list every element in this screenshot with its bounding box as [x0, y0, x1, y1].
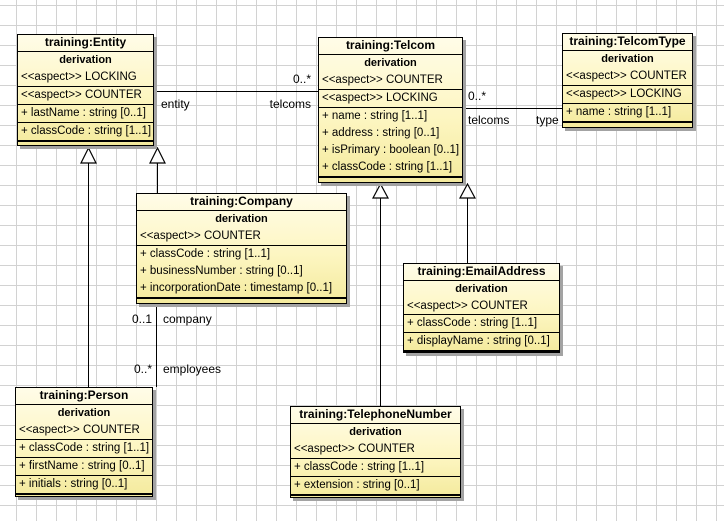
attribute-row: + classCode : string [1..1] [16, 440, 152, 458]
class-box-telcom[interactable]: training:Telcom derivation <<aspect>> CO… [318, 37, 463, 183]
class-box-emailaddress[interactable]: training:EmailAddress derivation <<aspec… [403, 263, 560, 353]
class-title: training:Person [16, 388, 152, 405]
aspect-row: <<aspect>> COUNTER [319, 72, 462, 90]
attribute-row: + isPrimary : boolean [0..1] [322, 144, 460, 156]
attribute-row: + name : string [1..1] [563, 104, 692, 123]
role-label-company: company [163, 312, 212, 326]
derivation-label: derivation [349, 426, 402, 438]
role-label-telcoms: telcoms [269, 97, 311, 111]
compartment-filler [319, 178, 462, 182]
aspect-row: <<aspect>> COUNTER [291, 441, 460, 459]
generalization-telephonenumber-telcom[interactable] [380, 198, 381, 406]
compartment-filler [18, 142, 153, 145]
attribute-row: + extension : string [0..1] [291, 477, 460, 496]
association-telcom-type[interactable] [463, 108, 562, 109]
attribute-row: + classCode : string [1..1] [140, 248, 271, 260]
multiplicity-label: 0..1 [131, 312, 152, 326]
class-box-telephonenumber[interactable]: training:TelephoneNumber derivation <<as… [290, 406, 461, 498]
role-label-telcoms: telcoms [468, 113, 510, 127]
attribute-row: + classCode : string [1..1] [404, 315, 559, 334]
class-title: training:TelephoneNumber [291, 407, 460, 424]
role-label-employees: employees [163, 362, 222, 376]
aspect-row: <<aspect>> LOCKING [563, 86, 692, 104]
association-entity-telcoms[interactable] [154, 91, 318, 92]
generalization-arrow-icon [149, 147, 166, 164]
multiplicity-label: 0..* [468, 89, 487, 103]
attribute-row: + classCode : string [1..1] [291, 459, 460, 477]
generalization-arrow-icon [80, 147, 97, 164]
generalization-person-entity[interactable] [88, 163, 89, 387]
attribute-row: + initials : string [0..1] [16, 476, 152, 495]
compartment-filler [137, 299, 346, 303]
aspect-row: <<aspect>> COUNTER [404, 298, 559, 316]
generalization-arrow-icon [372, 183, 389, 199]
attribute-row: + incorporationDate : timestamp [0..1] [137, 280, 346, 299]
generalization-arrow-icon [459, 183, 476, 199]
attribute-row: + businessNumber : string [0..1] [140, 265, 303, 277]
class-box-person[interactable]: training:Person derivation <<aspect>> CO… [15, 387, 153, 497]
attribute-row: + address : string [0..1] [322, 127, 440, 139]
class-box-company[interactable]: training:Company derivation <<aspect>> C… [136, 193, 347, 304]
generalization-emailaddress-telcom[interactable] [467, 198, 468, 263]
class-title: training:TelcomType [563, 34, 692, 51]
derivation-label: derivation [364, 57, 417, 69]
class-title: training:Entity [18, 35, 153, 52]
attribute-row: + classCode : string [1..1] [18, 123, 153, 142]
derivation-label: derivation [57, 407, 111, 419]
derivation-label: derivation [455, 282, 508, 295]
aspect-row: <<aspect>> COUNTER [563, 68, 692, 86]
attribute-row: + displayName : string [0..1] [404, 333, 559, 352]
attribute-row: + name : string [1..1] [322, 110, 428, 122]
role-label-entity: entity [161, 97, 190, 111]
aspect-row: <<aspect>> COUNTER [137, 228, 346, 246]
aspect-row: <<aspect>> LOCKING [319, 90, 462, 108]
generalization-company-entity[interactable] [157, 163, 158, 193]
compartment-filler [563, 123, 692, 127]
role-label-type: type [536, 113, 559, 127]
aspect-row: <<aspect>> LOCKING [18, 69, 153, 87]
attribute-row: + lastName : string [0..1] [18, 105, 153, 123]
derivation-label: derivation [601, 53, 654, 65]
class-box-telcomtype[interactable]: training:TelcomType derivation <<aspect>… [562, 33, 693, 128]
attribute-row: + firstName : string [0..1] [16, 458, 152, 476]
multiplicity-label: 0..* [292, 72, 311, 86]
compartment-filler [16, 495, 152, 496]
multiplicity-label: 0..* [133, 362, 152, 376]
class-title: training:Telcom [319, 38, 462, 55]
association-company-employees[interactable] [156, 303, 157, 387]
derivation-label: derivation [59, 54, 112, 66]
attribute-row: + classCode : string [1..1] [319, 159, 462, 178]
class-title: training:Company [137, 194, 346, 211]
derivation-label: derivation [215, 213, 268, 225]
aspect-row: <<aspect>> COUNTER [18, 87, 153, 105]
class-box-entity[interactable]: training:Entity derivation <<aspect>> LO… [17, 34, 154, 146]
compartment-filler [291, 496, 460, 497]
aspect-row: <<aspect>> COUNTER [16, 422, 152, 440]
class-title: training:EmailAddress [404, 264, 559, 281]
